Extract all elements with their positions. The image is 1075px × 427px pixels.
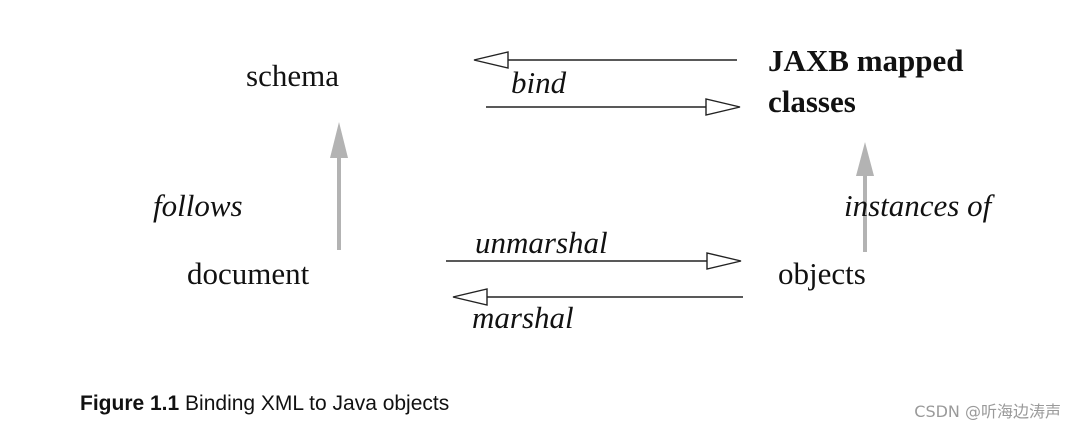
label-follows: follows — [153, 188, 243, 223]
label-instances-of: instances of — [844, 188, 996, 223]
watermark: CSDN @听海边涛声 — [914, 402, 1061, 421]
label-marshal: marshal — [472, 300, 574, 335]
binding-diagram: schema JAXB mapped classes document obje… — [153, 43, 996, 335]
unmarshal-arrow — [446, 252, 742, 270]
figure-number: Figure 1.1 — [80, 392, 180, 415]
node-objects: objects — [778, 256, 866, 291]
marshal-arrow — [452, 288, 743, 306]
node-document: document — [187, 256, 310, 291]
figure-caption: Figure 1.1 Binding XML to Java objects — [80, 392, 449, 416]
node-jaxb-mapped: JAXB mapped — [768, 43, 964, 78]
follows-arrow — [330, 122, 348, 250]
label-unmarshal: unmarshal — [475, 225, 608, 260]
bind-right-arrow — [486, 98, 741, 116]
bind-left-arrow — [473, 51, 737, 69]
instances-of-arrow — [856, 142, 874, 252]
node-jaxb-classes: classes — [768, 84, 856, 119]
node-schema: schema — [246, 58, 339, 93]
figure-caption-text: Binding XML to Java objects — [179, 392, 450, 415]
label-bind: bind — [511, 65, 567, 100]
